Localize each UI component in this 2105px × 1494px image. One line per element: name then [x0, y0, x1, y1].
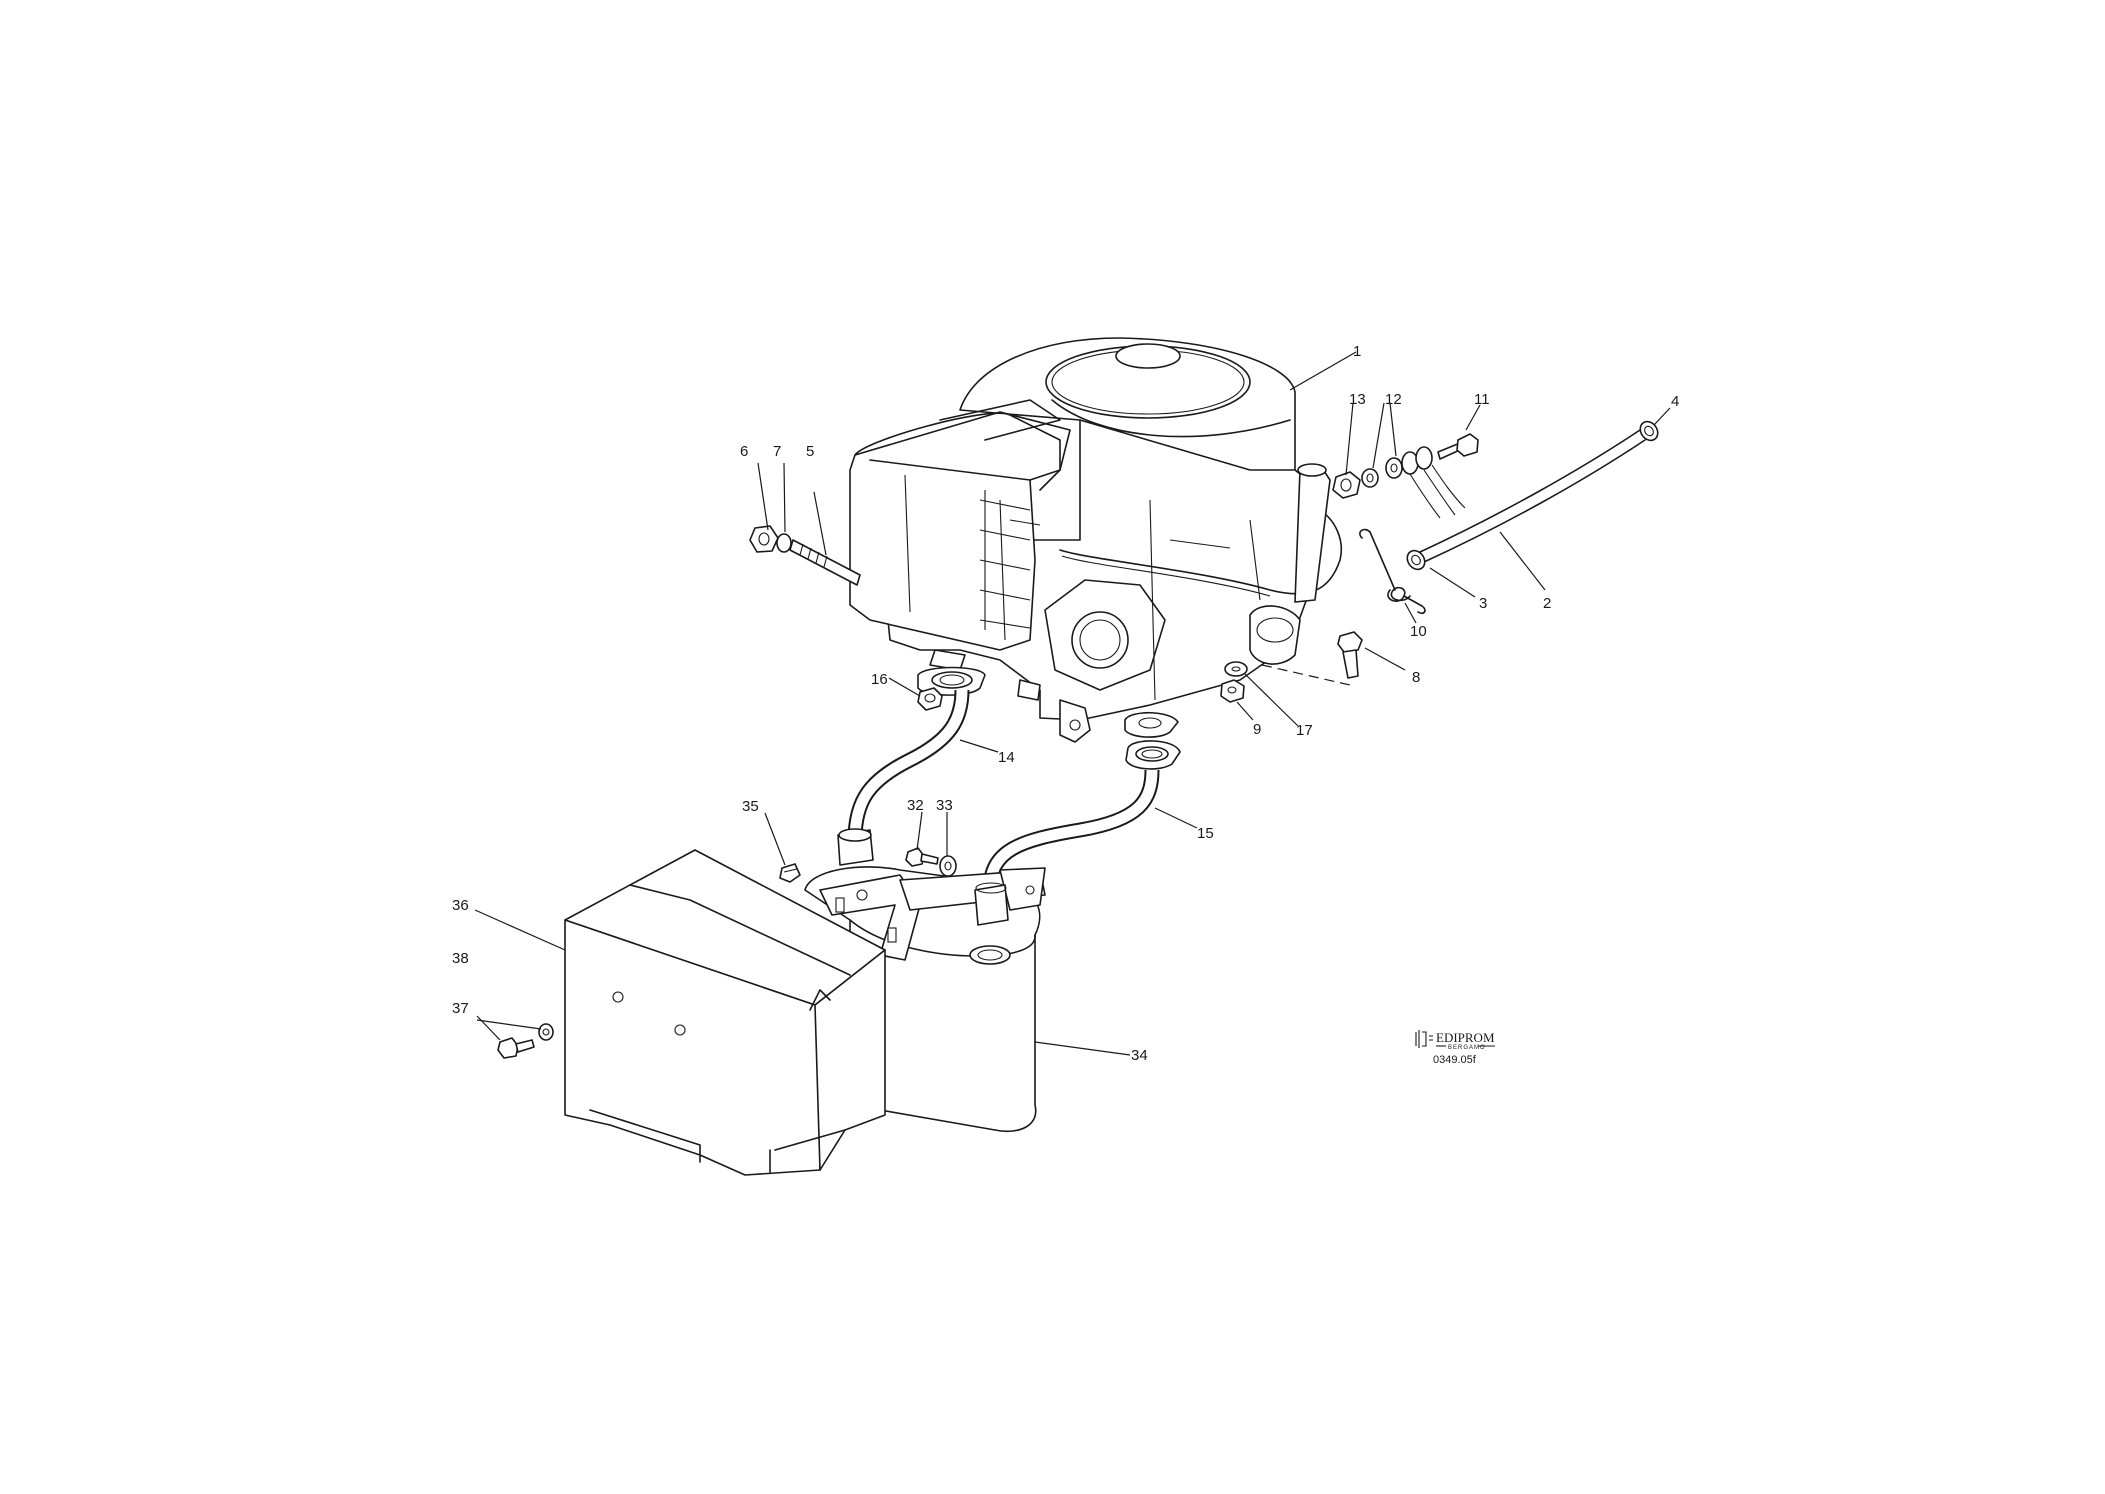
callout-11: 11: [1474, 391, 1490, 408]
brand-location: BERGAMO: [1448, 1045, 1486, 1051]
callout-16: 16: [871, 671, 888, 688]
callout-38: 38: [452, 950, 469, 967]
callout-13: 13: [1349, 391, 1366, 408]
callout-15: 15: [1197, 825, 1214, 842]
brand-name: EDIPROM: [1436, 1030, 1495, 1045]
callout-12: 12: [1385, 391, 1402, 408]
callout-2: 2: [1543, 595, 1551, 612]
callout-34: 34: [1131, 1047, 1148, 1064]
callout-14: 14: [998, 749, 1015, 766]
callout-7: 7: [773, 443, 781, 460]
callout-36: 36: [452, 897, 469, 914]
ediprom-monogram-icon: [1415, 1030, 1433, 1048]
callout-17: 17: [1296, 722, 1313, 739]
callout-4: 4: [1671, 393, 1679, 410]
engine-assembly: [849, 337, 1342, 743]
ediprom-logo: EDIPROM BERGAMO 0349.05f: [1415, 1030, 1495, 1066]
callout-6: 6: [740, 443, 748, 460]
callout-35: 35: [742, 798, 759, 815]
callout-10: 10: [1410, 623, 1427, 640]
callout-3: 3: [1479, 595, 1487, 612]
callout-1: 1: [1353, 343, 1361, 360]
drawing-number: 0349.05f: [1433, 1054, 1477, 1066]
leader-lines: [474, 351, 1671, 1056]
callout-labels: 1 2 3 4 5 6 7 8 9 10 11 12 13 14 15 16 1…: [452, 343, 1679, 1064]
exhaust-pipe-14: [837, 666, 986, 866]
muffler-34: [804, 866, 1046, 1132]
callout-37: 37: [452, 1000, 469, 1017]
callout-32: 32: [907, 797, 924, 814]
fuel-hose-hardware: [1220, 420, 1659, 703]
fasteners: [497, 687, 957, 1059]
heat-shield-36: [564, 849, 886, 1176]
callout-8: 8: [1412, 669, 1420, 686]
callout-5: 5: [806, 443, 814, 460]
callout-33: 33: [936, 797, 953, 814]
cylinder-stud-hardware: [749, 525, 861, 586]
callout-9: 9: [1253, 721, 1261, 738]
